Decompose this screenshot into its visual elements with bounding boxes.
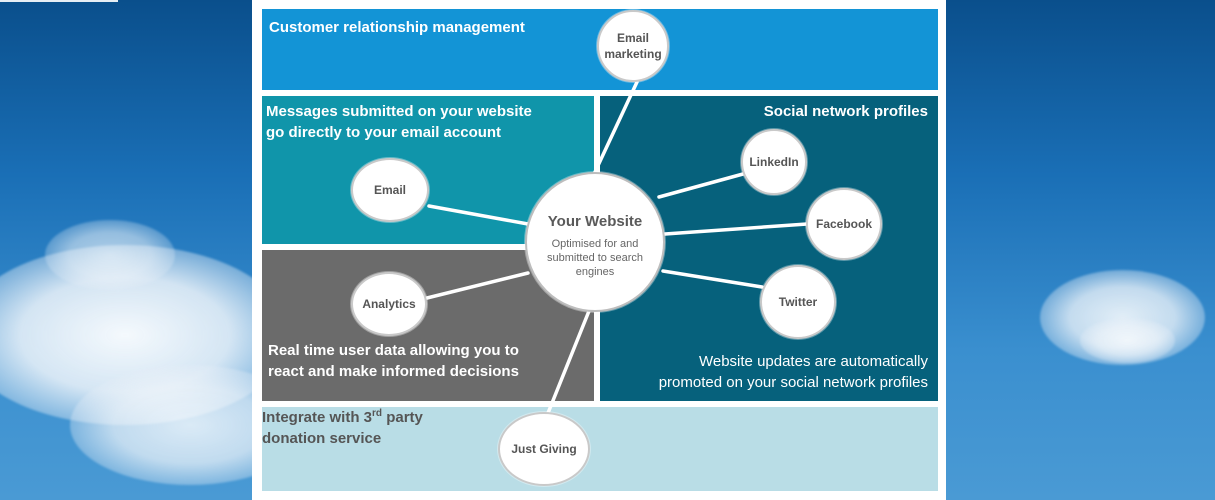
messages-title-line-1: Messages submitted on your website (266, 103, 532, 120)
integrate-title-line-2: donation service (262, 430, 382, 447)
twitter-node: Twitter (760, 265, 836, 339)
email-marketing-label-line-2: marketing (604, 47, 662, 61)
integrate-title-text: Integrate with 3 (262, 409, 373, 426)
analytics-node: Analytics (351, 272, 427, 336)
right-cloud-lower (1080, 318, 1175, 363)
social-title: Social network profiles (763, 103, 928, 120)
analytics-title: Real time user data allowing you to reac… (268, 340, 519, 382)
crm-title: Customer relationship management (269, 19, 525, 36)
crm-section: Customer relationship management (262, 9, 938, 90)
social-note: Website updates are automatically promot… (659, 351, 928, 393)
integrate-title-superscript: rd (372, 408, 383, 419)
integrate-section: Integrate with 3rd party donation servic… (262, 407, 938, 491)
your-website-subtitle: Optimised for and submitted to search en… (547, 237, 643, 278)
messages-title: Messages submitted on your website go di… (266, 101, 532, 143)
twitter-label: Twitter (778, 295, 818, 309)
email-marketing-label-line-1: Email (616, 31, 649, 45)
analytics-label: Analytics (362, 297, 416, 311)
analytics-title-line-2: react and make informed decisions (268, 363, 519, 380)
social-note-line-1: Website updates are automatically (698, 353, 928, 370)
your-website-title: Your Website (547, 212, 643, 230)
integrate-title-text-end: party (382, 409, 423, 426)
your-website-node: Your Website Optimised for and submitted… (525, 172, 665, 312)
email-marketing-node: Email marketing (597, 10, 669, 82)
linkedin-node: LinkedIn (741, 129, 807, 195)
email-label: Email (373, 183, 406, 197)
facebook-node: Facebook (806, 188, 882, 260)
just-giving-node: Just Giving (498, 412, 590, 486)
email-node: Email (351, 158, 429, 222)
just-giving-label: Just Giving (511, 442, 577, 456)
integrate-title-line-1: Integrate with 3rd party (262, 407, 938, 428)
integrate-title: Integrate with 3rd party donation servic… (262, 407, 938, 449)
messages-title-line-2: go directly to your email account (266, 124, 502, 141)
linkedin-label: LinkedIn (749, 155, 799, 169)
analytics-title-line-1: Real time user data allowing you to (268, 342, 519, 359)
top-left-strip (0, 0, 118, 2)
diagram: Customer relationship management Message… (252, 0, 946, 500)
social-note-line-2: promoted on your social network profiles (658, 374, 928, 391)
facebook-label: Facebook (815, 217, 872, 231)
left-cloud-wisp (45, 220, 175, 290)
